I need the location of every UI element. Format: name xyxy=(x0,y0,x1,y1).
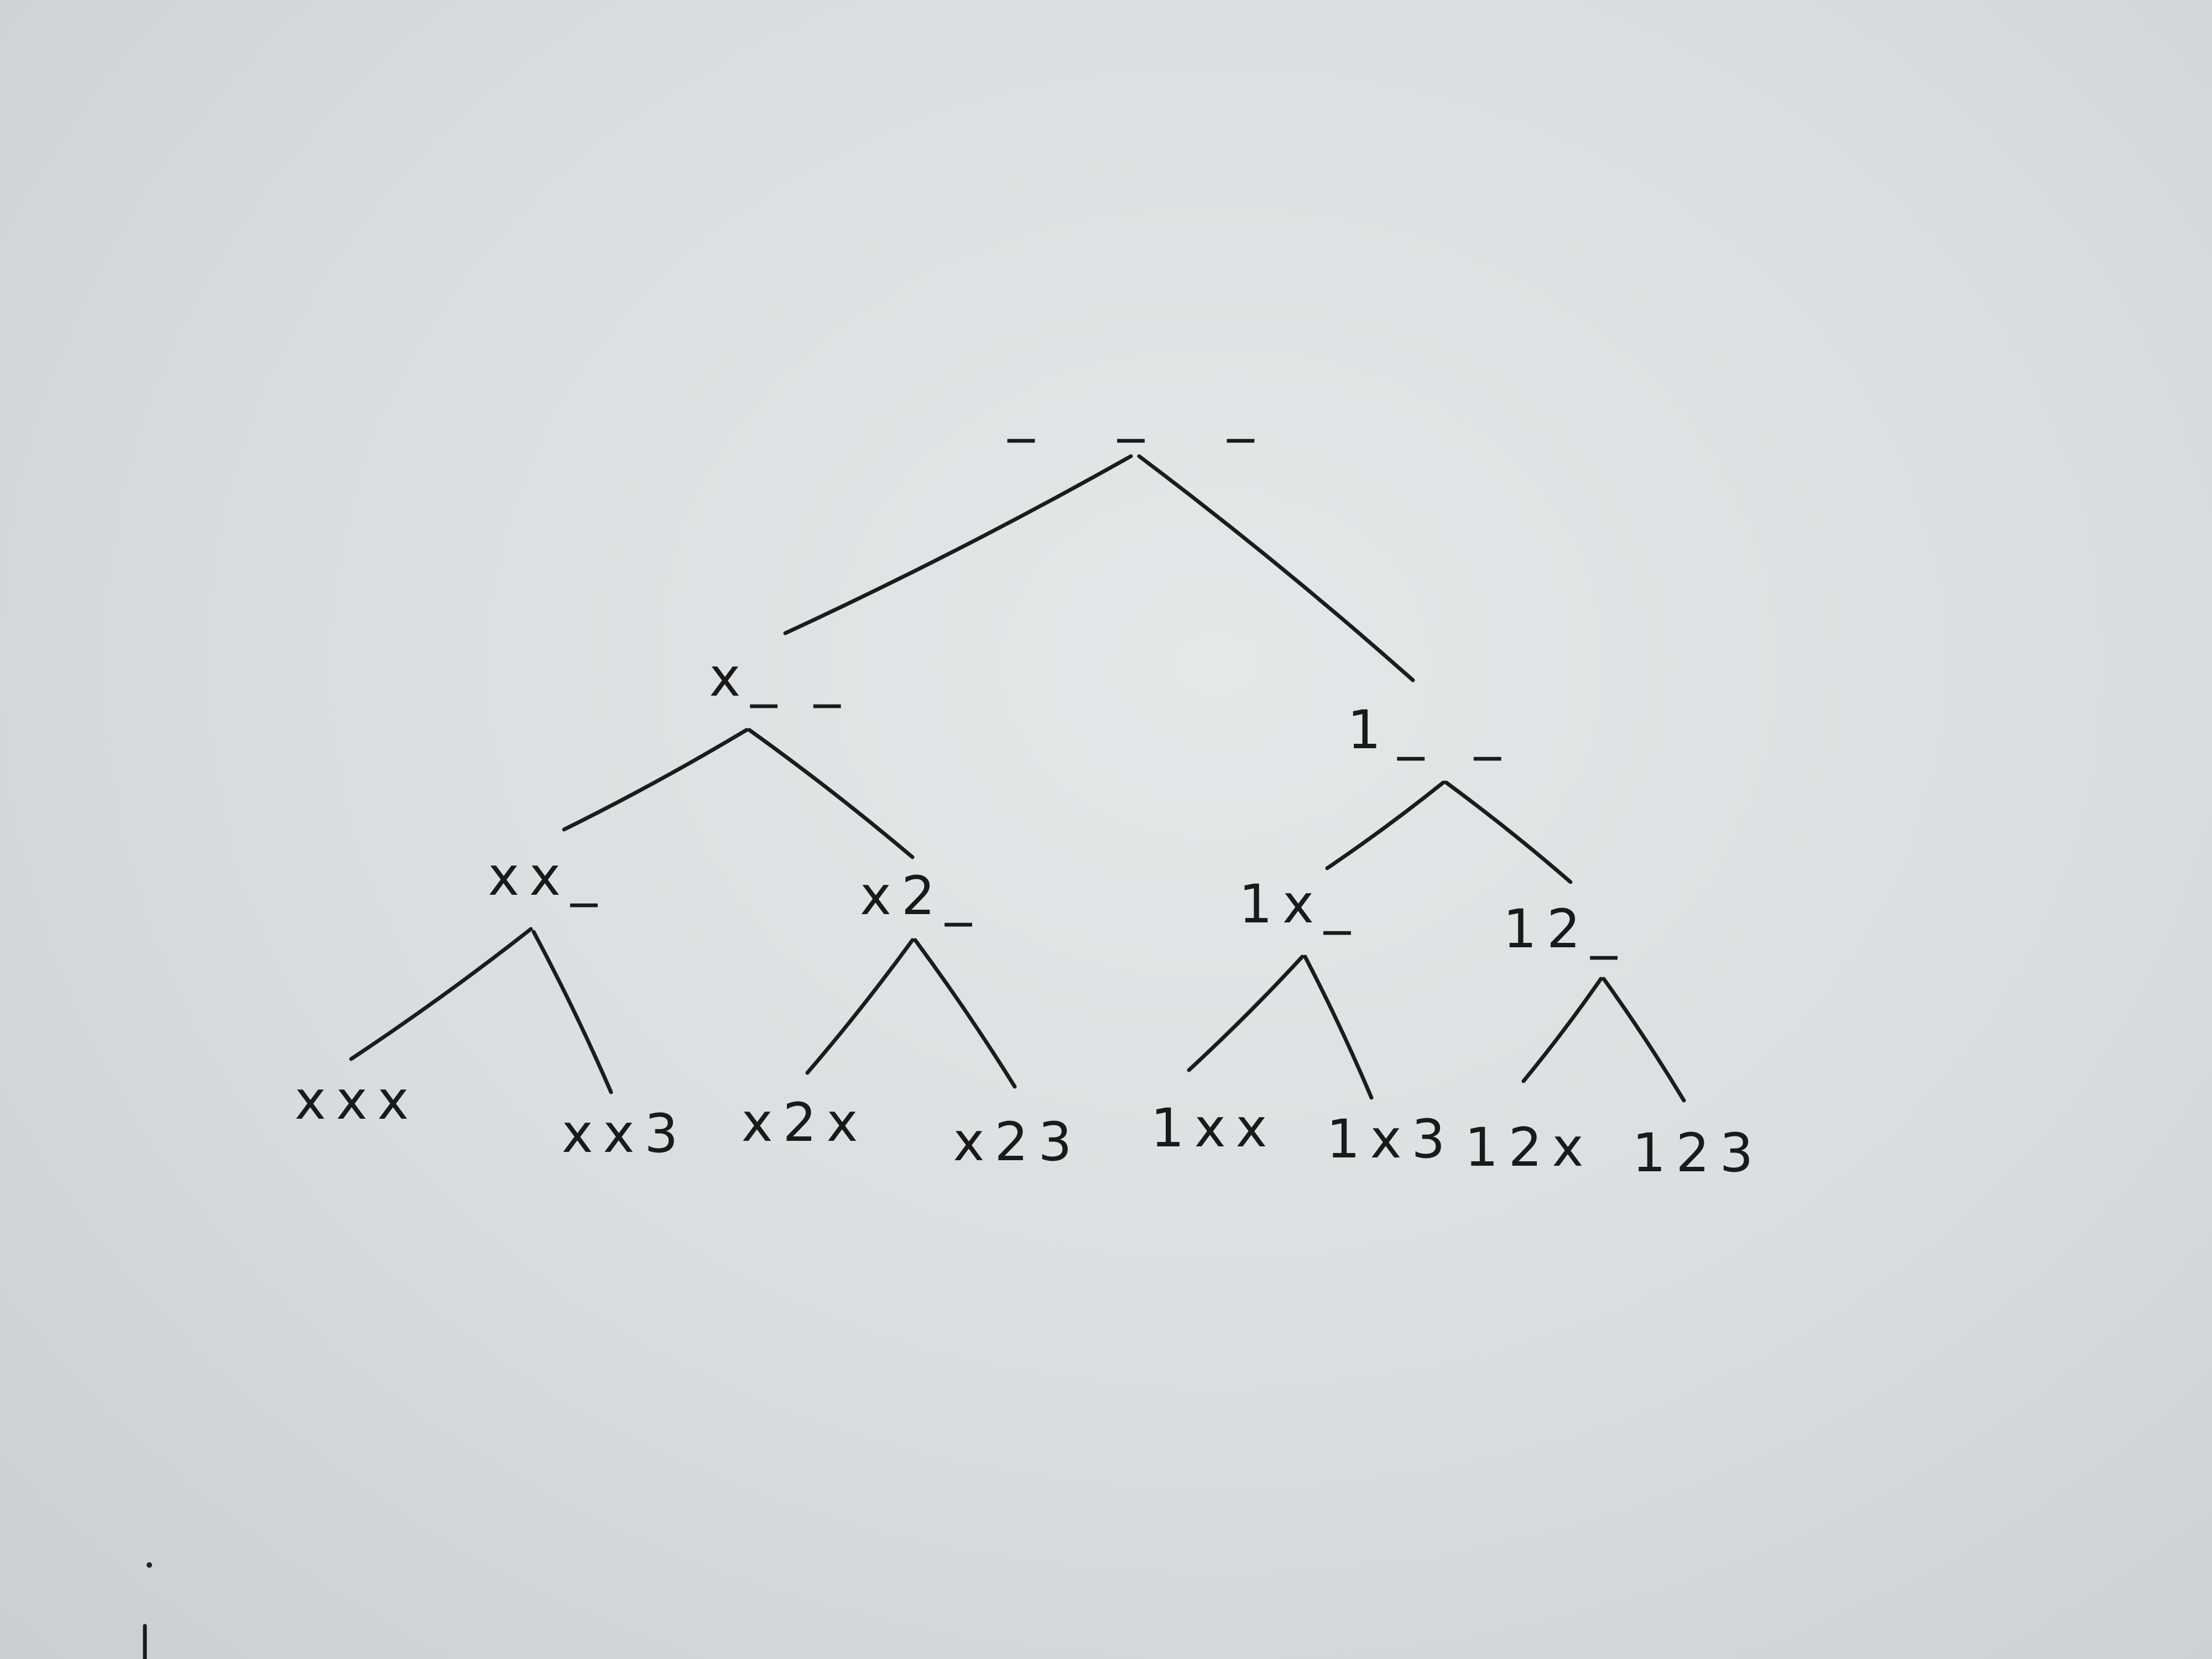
tree-edges xyxy=(349,454,1686,1103)
leaf-x2x: x2x xyxy=(741,1092,868,1154)
branch-line-x2-to-x23-right xyxy=(913,938,1017,1089)
node-1-blank-blank: 1_ _ xyxy=(1347,699,1517,761)
node-xx-blank: xx_ xyxy=(488,846,607,907)
branch-line-x2-to-x2x-left xyxy=(805,938,915,1075)
branch-line-x-to-x2-right xyxy=(747,728,915,859)
branch-line-1x-to-1xx-left xyxy=(1187,954,1305,1072)
leaf-123: 123 xyxy=(1632,1122,1764,1184)
leaf-x23: x23 xyxy=(953,1111,1082,1173)
leaf-1xx: 1xx xyxy=(1150,1097,1277,1159)
node-12-blank: 12_ xyxy=(1503,898,1627,960)
leaf-xx3: xx3 xyxy=(561,1103,688,1165)
branch-line-root-to-1-right xyxy=(1137,454,1415,682)
branch-line-x-to-xx-left xyxy=(562,728,749,832)
leaf-1x3: 1x3 xyxy=(1326,1108,1455,1170)
leaf-12x: 12x xyxy=(1464,1117,1594,1178)
branch-line-1x-to-1x3-right xyxy=(1303,954,1374,1100)
branch-line-xx-to-xxx-left xyxy=(349,927,533,1061)
branch-line-12-to-123-right xyxy=(1601,977,1686,1103)
node-x2-blank: x2_ xyxy=(860,865,982,927)
root-node: _ _ _ xyxy=(1008,381,1287,443)
branch-line-xx-to-xx3-right xyxy=(531,930,613,1094)
branch-line-one-to-12-right xyxy=(1444,780,1573,884)
node-1x-blank: 1x_ xyxy=(1239,873,1360,935)
branch-line-one-to-1x-left xyxy=(1325,780,1446,870)
branch-line-12-to-12x-left xyxy=(1521,977,1603,1083)
branch-line-root-to-x-left xyxy=(783,454,1133,635)
node-x-blank-blank: x_ _ xyxy=(709,646,851,708)
leaf-xxx: xxx xyxy=(294,1070,419,1131)
ink-speck xyxy=(147,1562,152,1568)
